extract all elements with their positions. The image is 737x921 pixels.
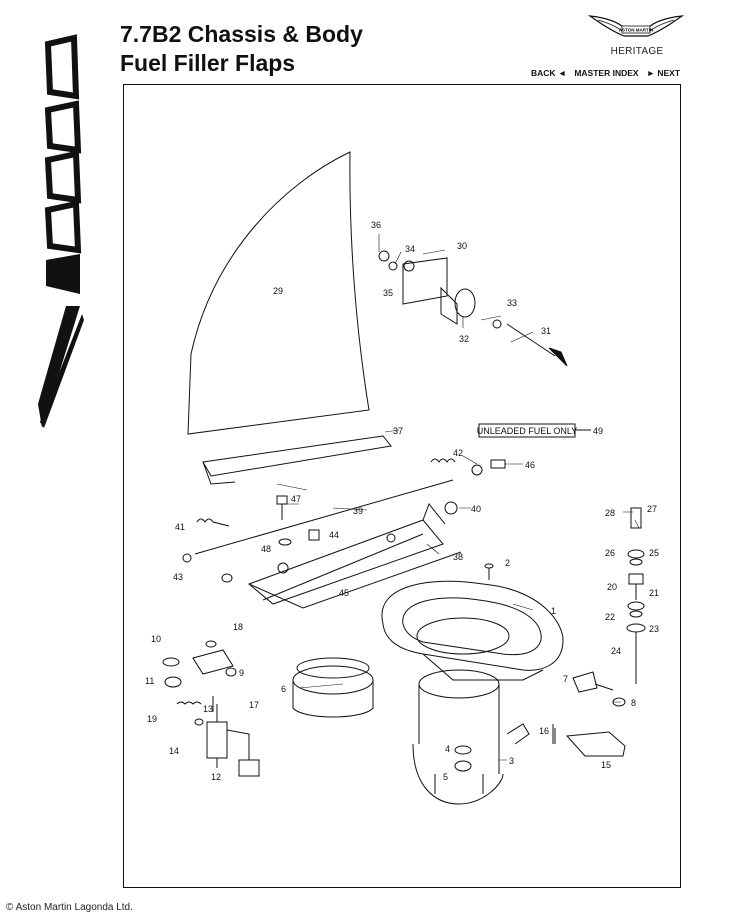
callout-17: 17 [249, 700, 259, 710]
page-title: 7.7B2 Chassis & Body Fuel Filler Flaps [120, 20, 363, 78]
callout-5: 5 [443, 772, 448, 782]
callout-2: 2 [505, 558, 510, 568]
filler-neck-part [418, 669, 500, 699]
title-line-2: Fuel Filler Flaps [120, 50, 296, 76]
callout-20: 20 [607, 582, 617, 592]
master-index-link[interactable]: MASTER INDEX [574, 68, 639, 78]
callout-47: 47 [291, 494, 301, 504]
callout-labels: 1 2 3 4 5 6 7 8 9 10 11 12 13 14 15 16 1… [145, 220, 659, 782]
filler-housing-part [381, 580, 564, 671]
brand-name-text: ASTON MARTIN [619, 28, 653, 33]
callout-43: 43 [173, 572, 183, 582]
callout-9: 9 [239, 668, 244, 678]
latch-part [572, 671, 598, 693]
callout-27: 27 [647, 504, 657, 514]
callout-22: 22 [605, 612, 615, 622]
title-line-1: 7.7B2 Chassis & Body [120, 21, 363, 47]
next-link[interactable]: ► NEXT [646, 68, 681, 78]
callout-28: 28 [605, 508, 615, 518]
callout-1: 1 [551, 606, 556, 616]
callout-48: 48 [261, 544, 271, 554]
mounting-bracket-part [565, 731, 626, 757]
rod-bracket-lower [248, 551, 462, 609]
heritage-label: HERITAGE [610, 46, 664, 57]
callout-39: 39 [353, 506, 363, 516]
solenoid-part [206, 721, 228, 759]
torsion-spring-part [196, 518, 230, 527]
callout-31: 31 [541, 326, 551, 336]
filler-cap-part [292, 665, 374, 695]
callout-11: 11 [145, 676, 154, 686]
callout-37: 37 [393, 426, 403, 436]
callout-41: 41 [175, 522, 185, 532]
callout-46: 46 [525, 460, 535, 470]
unleaded-label-text: UNLEADED FUEL ONLY [477, 426, 578, 436]
callout-36: 36 [371, 220, 381, 230]
callout-35: 35 [383, 288, 393, 298]
cone-buffer-part [440, 286, 458, 325]
callout-18: 18 [233, 622, 243, 632]
callout-25: 25 [649, 548, 659, 558]
callout-16: 16 [539, 726, 549, 736]
callout-38: 38 [453, 552, 463, 562]
virage-logo [38, 34, 84, 428]
callout-4: 4 [445, 744, 450, 754]
flap-plate-part [202, 435, 392, 477]
spring-part [430, 458, 456, 463]
callout-42: 42 [453, 448, 463, 458]
callout-45: 45 [339, 588, 349, 598]
callout-34: 34 [405, 244, 415, 254]
callout-44: 44 [329, 530, 339, 540]
diagram-frame [123, 84, 681, 888]
flap-panel-part [187, 151, 370, 435]
callout-12: 12 [211, 772, 221, 782]
callout-29: 29 [273, 286, 283, 296]
callout-8: 8 [631, 698, 636, 708]
callout-13: 13 [203, 704, 213, 714]
callout-49: 49 [593, 426, 603, 436]
navigation-bar: BACK ◄ MASTER INDEX ► NEXT [531, 68, 680, 78]
copyright-footer: © Aston Martin Lagonda Ltd. [6, 902, 133, 913]
small-spring-part [176, 701, 202, 705]
callout-32: 32 [459, 334, 469, 344]
callout-33: 33 [507, 298, 517, 308]
callout-26: 26 [605, 548, 615, 558]
callout-14: 14 [169, 746, 179, 756]
callout-23: 23 [649, 624, 659, 634]
callout-10: 10 [151, 634, 161, 644]
callout-7: 7 [563, 674, 568, 684]
threaded-rod-part [506, 323, 556, 357]
hinge-bracket-part [402, 257, 448, 305]
back-link[interactable]: BACK ◄ [531, 68, 567, 78]
callout-40: 40 [471, 504, 481, 514]
callout-6: 6 [281, 684, 286, 694]
stud-top-part [630, 507, 642, 529]
aston-martin-wings-logo: ASTON MARTIN [588, 15, 684, 37]
callout-19: 19 [147, 714, 157, 724]
callout-3: 3 [509, 756, 514, 766]
exploded-parts-diagram: UNLEADED FUEL ONLY [145, 151, 659, 805]
operating-rod-part [194, 479, 454, 555]
rod-bracket-part [248, 519, 444, 605]
callout-15: 15 [601, 760, 611, 770]
callout-30: 30 [457, 241, 467, 251]
callout-21: 21 [649, 588, 659, 598]
catch-bracket-part [192, 649, 234, 675]
callout-24: 24 [611, 646, 621, 656]
